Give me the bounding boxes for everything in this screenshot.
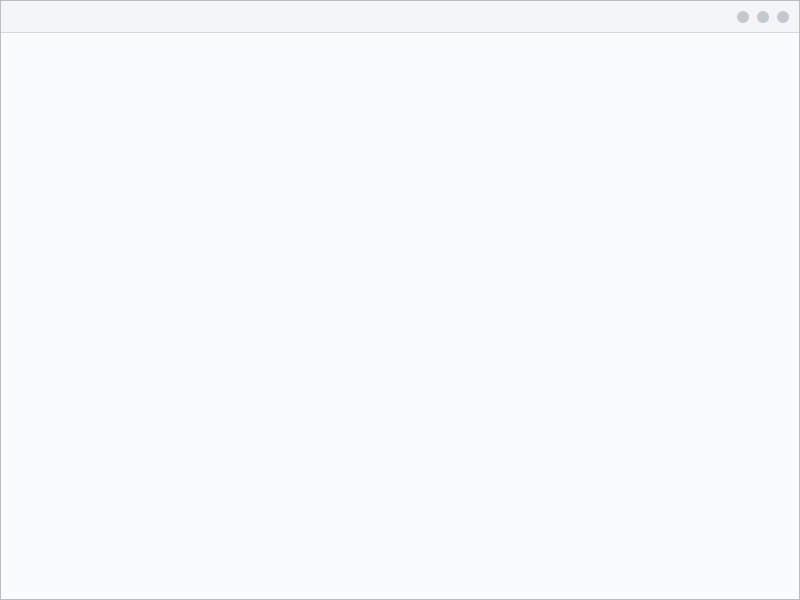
close-icon[interactable] bbox=[777, 10, 789, 23]
window-controls bbox=[737, 10, 789, 23]
maximize-icon[interactable] bbox=[757, 10, 769, 23]
content-area bbox=[1, 33, 799, 599]
title-bar[interactable] bbox=[1, 1, 799, 33]
minimize-icon[interactable] bbox=[737, 10, 749, 23]
